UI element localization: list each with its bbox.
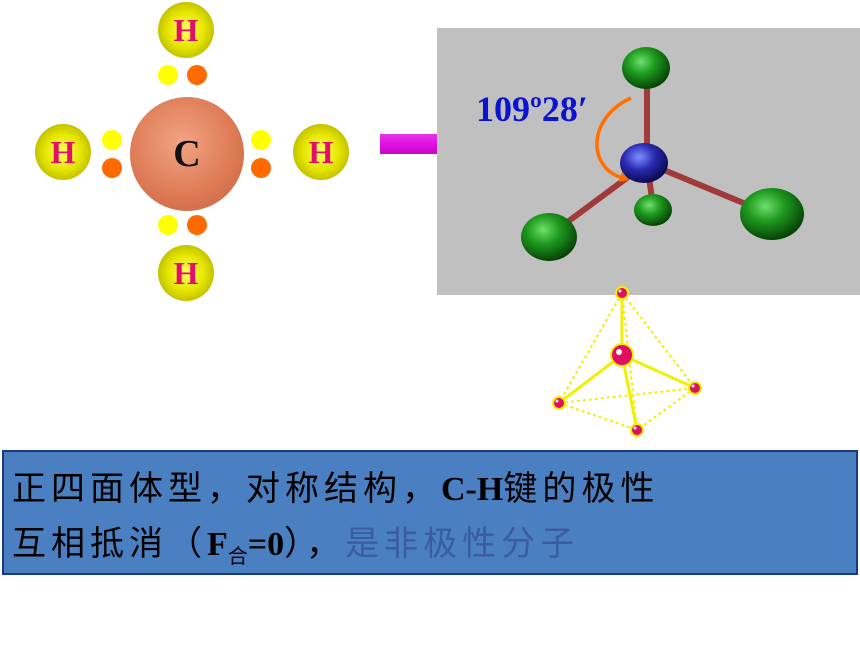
electron-dot-top-yellow [158, 65, 178, 85]
hydrogen-ball-top [622, 47, 670, 89]
electron-dot-right-yellow [251, 130, 271, 150]
ball-stick-model-panel [437, 28, 860, 295]
methane-ball-stick-model [521, 47, 804, 261]
bond-angle-arc [595, 96, 632, 180]
electron-dot-left-yellow [102, 130, 122, 150]
hydrogen-atom-left: H [35, 124, 91, 180]
tetra-vertex-left [552, 396, 566, 410]
carbon-ball [620, 143, 668, 183]
electron-dot-bottom-yellow [158, 215, 178, 235]
hydrogen-ball-left [521, 213, 577, 261]
hydrogen-atom-bottom: H [158, 245, 214, 301]
hydrogen-atom-right: H [293, 124, 349, 180]
tetra-vertex-bottom [630, 423, 644, 437]
nonpolar-conclusion: 是非极性分子 [345, 524, 580, 564]
hydrogen-ball-back [634, 194, 672, 226]
hydrogen-atom-top: H [158, 2, 214, 58]
force-value: =0 [247, 526, 285, 563]
electron-dot-left-orange [102, 158, 122, 178]
conclusion-box: 正四面体型，对称结构，C-H键的极性 互相抵消（F合=0），是非极性分子 [2, 450, 858, 575]
electron-dot-right-orange [251, 158, 271, 178]
tetra-center [610, 343, 634, 367]
conclusion-text: 互相抵消（ [12, 524, 207, 564]
electron-dot-top-orange [187, 65, 207, 85]
tetra-vertex-right [688, 381, 702, 395]
force-symbol: F [207, 526, 228, 563]
conclusion-text: 键的极性 [503, 469, 660, 509]
conclusion-line-1: 正四面体型，对称结构，C-H键的极性 [12, 462, 846, 517]
bond-name: C-H [441, 471, 504, 508]
bond-angle-label: 109º28′ [476, 89, 589, 129]
tetra-vertex-top [615, 286, 629, 300]
electron-dot-bottom-orange [187, 215, 207, 235]
carbon-atom: C [130, 97, 244, 211]
conclusion-text: 正四面体型，对称结构， [12, 469, 441, 509]
conclusion-line-2: 互相抵消（F合=0），是非极性分子 [12, 517, 846, 583]
force-subscript: 合 [227, 544, 248, 568]
conclusion-text: ）， [284, 524, 346, 564]
tetrahedron-diagram [552, 286, 702, 437]
hydrogen-ball-right [740, 188, 804, 240]
